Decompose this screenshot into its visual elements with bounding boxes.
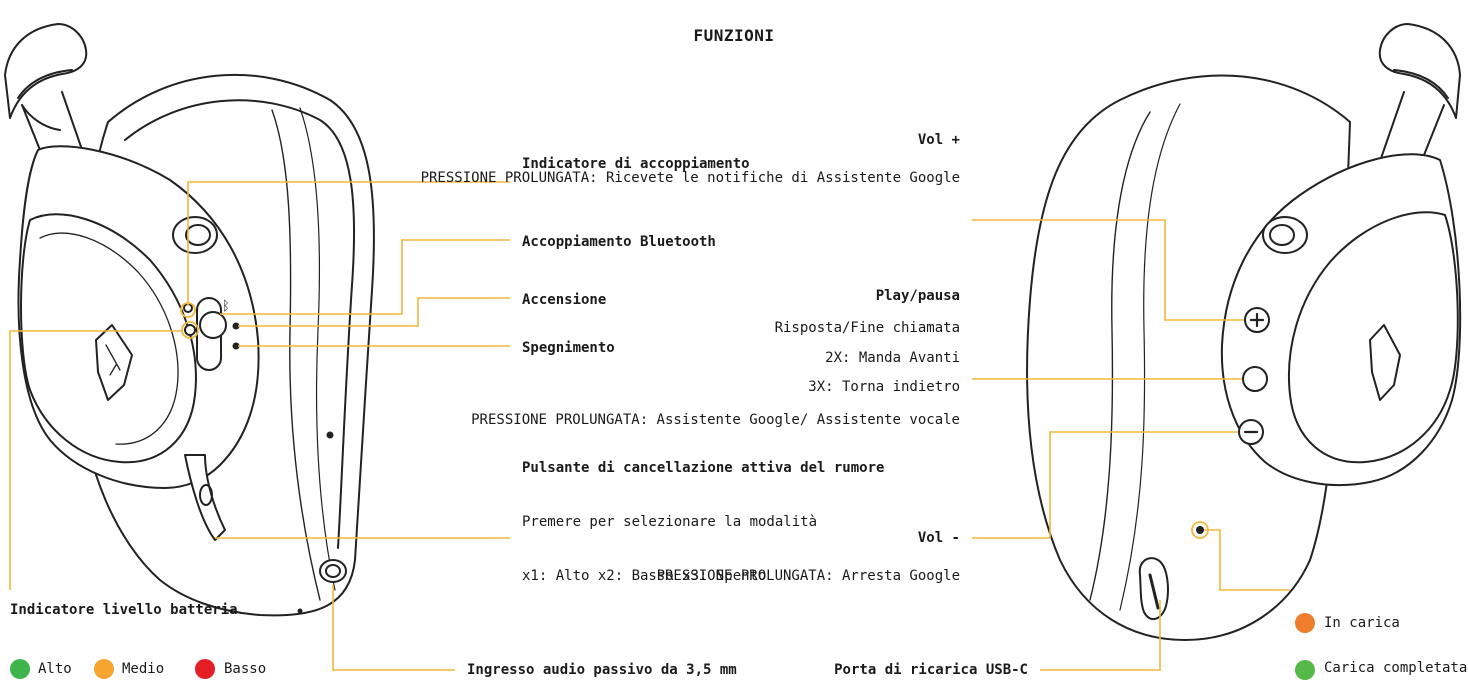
label-battery-indicator: Indicatore livello batteria: [10, 602, 238, 618]
charging-dot: [1295, 613, 1315, 633]
label-vol-down: Vol -: [917, 530, 960, 546]
power-on-led: [232, 322, 240, 330]
label-bluetooth-pairing: Accoppiamento Bluetooth: [522, 234, 716, 250]
left-earcup-illustration: [4, 23, 375, 617]
leader-lines: [9, 181, 1290, 671]
label-vol-up: Vol +: [917, 132, 960, 148]
small-hole: [297, 608, 303, 614]
label-triple-press: 3X: Torna indietro: [808, 379, 960, 395]
charged-dot: [1295, 660, 1315, 680]
label-power-off: Spegnimento: [522, 340, 615, 356]
label-pairing-indicator: Indicatore di accoppiamento: [522, 156, 750, 172]
label-vol-down-long: PRESSIONE PROLUNGATA: Arresta Google: [656, 568, 960, 584]
battery-medium-label: Medio: [122, 661, 165, 677]
charging-label: In carica: [1324, 615, 1400, 631]
bluetooth-icon: ᛒ: [222, 299, 230, 314]
page-title: FUNZIONI: [693, 26, 775, 45]
charge-led-dot: [1196, 526, 1204, 534]
power-off-led: [232, 342, 240, 350]
battery-high-dot: [10, 659, 30, 679]
battery-low-dot: [195, 659, 215, 679]
label-vol-up-long: PRESSIONE PROLUNGATA: Ricevete le notifi…: [420, 170, 960, 186]
battery-low-label: Basso: [224, 661, 267, 677]
label-play-pause: Play/pausa: [875, 288, 960, 304]
label-anc-modes: x1: Alto x2: Basso x3: Spento: [522, 568, 767, 584]
label-usbc-port: Porta di ricarica USB-C: [834, 662, 1028, 678]
battery-high-label: Alto: [38, 661, 72, 677]
label-audio-input: Ingresso audio passivo da 3,5 mm: [467, 662, 737, 678]
label-anc-button: Pulsante di cancellazione attiva del rum…: [522, 460, 885, 476]
microphone-hole: [326, 431, 334, 439]
charged-label: Carica completata: [1324, 660, 1468, 676]
label-play-long: PRESSIONE PROLUNGATA: Assistente Google/…: [471, 412, 960, 428]
label-double-press: 2X: Manda Avanti: [825, 350, 960, 366]
battery-medium-dot: [94, 659, 114, 679]
right-earcup-illustration: [1026, 23, 1462, 641]
label-answer-end: Risposta/Fine chiamata: [774, 320, 960, 336]
label-anc-press: Premere per selezionare la modalità: [522, 514, 818, 530]
label-power-on: Accensione: [522, 292, 607, 308]
